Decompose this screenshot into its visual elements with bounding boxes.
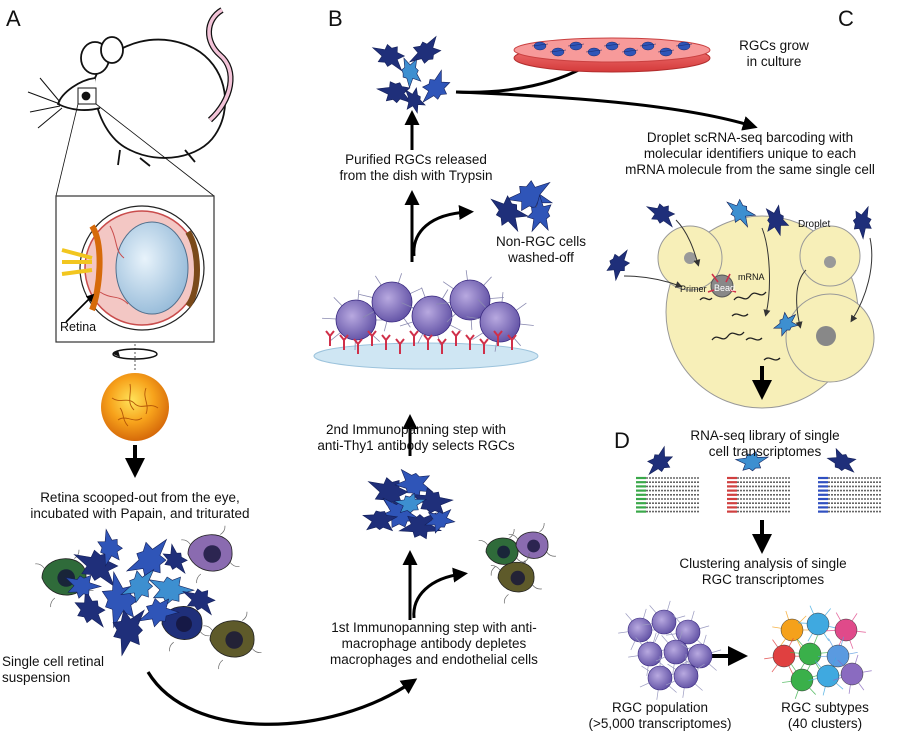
flow-arrow-icon [414,574,462,618]
non-rgc-cells [491,181,552,232]
macrophage-icon [203,612,261,669]
droplet-scrnaseq [624,216,874,408]
caption-first-immunopanning: 1st Immunopanning step with anti- macrop… [288,620,580,668]
mouse-icon [28,10,231,166]
caption-purified-rgcs: Purified RGCs released from the dish wit… [316,152,516,184]
rgc-cell-icon [423,70,450,102]
droplet-label: Droplet [798,220,830,230]
rgc-cluster [363,470,455,539]
rgc-cell-icon [163,544,187,573]
rgc-cell-icon [402,58,421,87]
cell-suspension [35,526,261,669]
caption-second-immunopanning: 2nd Immunopanning step with anti-Thy1 an… [296,422,536,454]
flow-arrow-icon [414,212,468,256]
purified-rgcs [373,37,450,113]
retina-label: Retina [60,320,96,335]
rgc-cell-icon [647,204,675,227]
caption-droplet-scrnaseq: Droplet scRNA-seq barcoding with molecul… [600,130,900,178]
transcriptome-barcodes [636,478,882,512]
panel-letter-d: D [614,430,630,452]
flow-arrow-icon [456,92,752,126]
mrna-label: mRNA [738,272,765,282]
rgc-cell-icon [764,638,804,674]
caption-rgc-subtypes: RGC subtypes (40 clusters) [760,700,890,732]
immunopanning-dish-icon [314,270,538,369]
panel-letter-c: C [838,8,854,30]
retina-sphere-icon [101,373,169,441]
rgc-cell-icon [406,88,426,113]
rotation-arrow-icon [113,344,157,372]
caption-rgcs-grow: RGCs grow in culture [724,38,824,70]
caption-retina-scooped: Retina scooped-out from the eye, incubat… [0,490,280,522]
macrophage-group [479,523,556,603]
rgc-cell-icon [410,37,441,64]
bead-label: Bead [714,283,735,293]
caption-rnaseq-library: RNA-seq library of single cell transcrip… [630,428,900,460]
rgc-cell-icon [127,540,167,580]
flow-arrow-icon [148,672,412,724]
rgc-population-cluster [618,601,721,700]
rgc-cell-icon [373,45,405,71]
caption-non-rgc-washed: Non-RGC cells washed-off [476,234,606,266]
panel-letter-a: A [6,8,21,30]
panel-letter-b: B [328,8,343,30]
rgc-cell-icon [826,613,866,649]
primer-label: Primer [680,284,707,294]
culture-dish-icon [514,38,710,72]
caption-clustering: Clustering analysis of single RGC transc… [628,556,898,588]
caption-single-cell-suspension: Single cell retinal suspension [2,654,134,686]
caption-rgc-population: RGC population (>5,000 transcriptomes) [580,700,740,732]
macrophage-icon [181,526,239,583]
rgc-cell-icon [853,207,871,239]
rgc-cell-icon [772,611,812,648]
rgc-subtypes-cluster [764,606,872,699]
